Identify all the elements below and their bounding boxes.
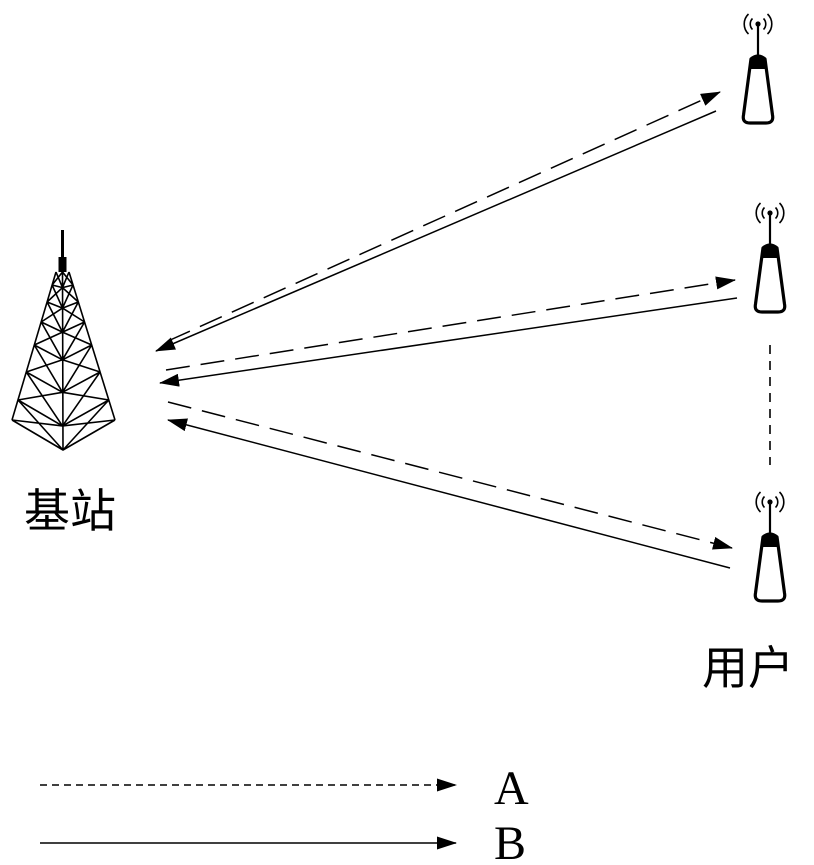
arrow-b-from-user-2 [159,297,738,387]
arrow-b-from-user-1 [155,110,717,352]
legend-item-a: A [40,762,529,815]
base-station-tower-icon [11,230,116,451]
arrow-a-to-user-2 [165,276,736,371]
arrow-a-to-user-1 [167,91,721,342]
tower-lattice [11,271,116,451]
user-device-icon [753,490,787,603]
legend-label-b: B [494,817,526,865]
legend-label-a: A [494,762,529,815]
link-user-3 [167,401,733,569]
base-station-label: 基站 [24,484,116,538]
users-label: 用户 [702,641,794,695]
arrow-b-from-user-3 [167,418,731,569]
link-user-1 [155,91,721,352]
legend: A B [40,762,529,865]
user-device-icon [741,12,775,125]
tower-cap [58,257,67,272]
user-device-icon [753,201,787,314]
link-user-2 [159,276,738,387]
arrow-a-to-user-3 [167,401,733,550]
legend-item-b: B [40,817,526,865]
